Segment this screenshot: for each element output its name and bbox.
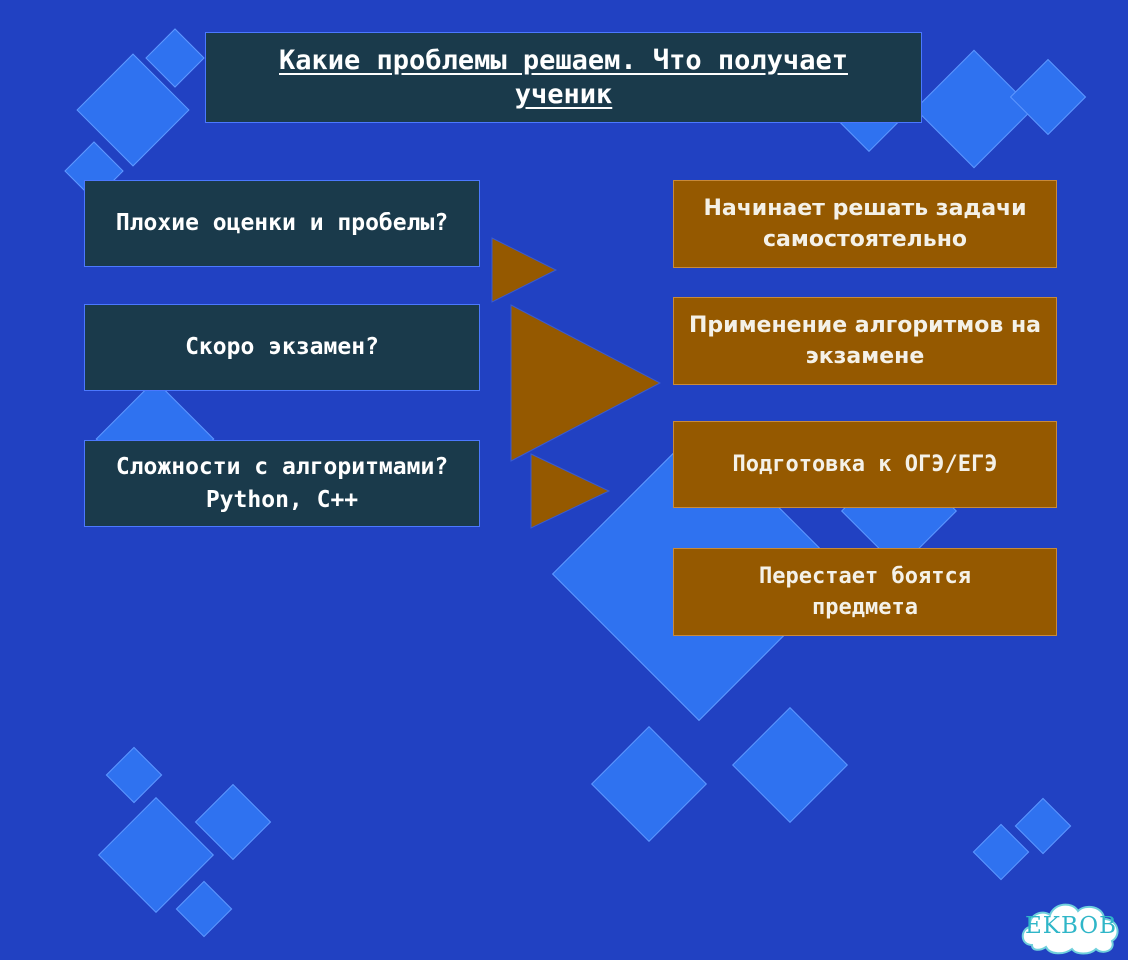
cloud-icon	[1021, 903, 1119, 955]
logo-text: EKBOB	[1024, 913, 1118, 939]
page-title: Какие проблемы решаем. Что получает учен…	[205, 32, 922, 123]
result-box: Подготовка к ОГЭ/ЕГЭ	[673, 421, 1057, 508]
arrow-icon	[491, 237, 558, 303]
problem-box: Скоро экзамен?	[84, 304, 480, 391]
result-box: Начинает решать задачи самостоятельно	[673, 180, 1057, 268]
problem-text: Сложности с алгоритмами? Python, C++	[115, 453, 449, 513]
arrow-icon	[530, 453, 611, 529]
logo: EKBOB	[1018, 895, 1124, 957]
decor-diamond	[914, 49, 1034, 169]
decor-diamond	[105, 746, 163, 804]
result-box: Перестает боятся предмета	[673, 548, 1057, 636]
result-box: Применение алгоритмов на экзамене	[673, 297, 1057, 385]
problem-box: Сложности с алгоритмами? Python, C++	[84, 440, 480, 527]
result-text: Применение алгоритмов на экзамене	[689, 313, 1041, 369]
decor-diamond	[175, 880, 233, 938]
problem-text: Скоро экзамен?	[185, 334, 379, 360]
arrow-icon	[510, 304, 662, 462]
problem-box: Плохие оценки и пробелы?	[84, 180, 480, 267]
decor-diamond	[591, 726, 707, 842]
result-text: Начинает решать задачи самостоятельно	[703, 196, 1027, 252]
result-text: Перестает боятся предмета	[759, 564, 971, 620]
page-title-text: Какие проблемы решаем. Что получает учен…	[279, 44, 848, 110]
result-text: Подготовка к ОГЭ/ЕГЭ	[732, 452, 998, 477]
decor-diamond	[1009, 58, 1087, 136]
decor-diamond	[732, 707, 848, 823]
problem-text: Плохие оценки и пробелы?	[115, 210, 449, 236]
